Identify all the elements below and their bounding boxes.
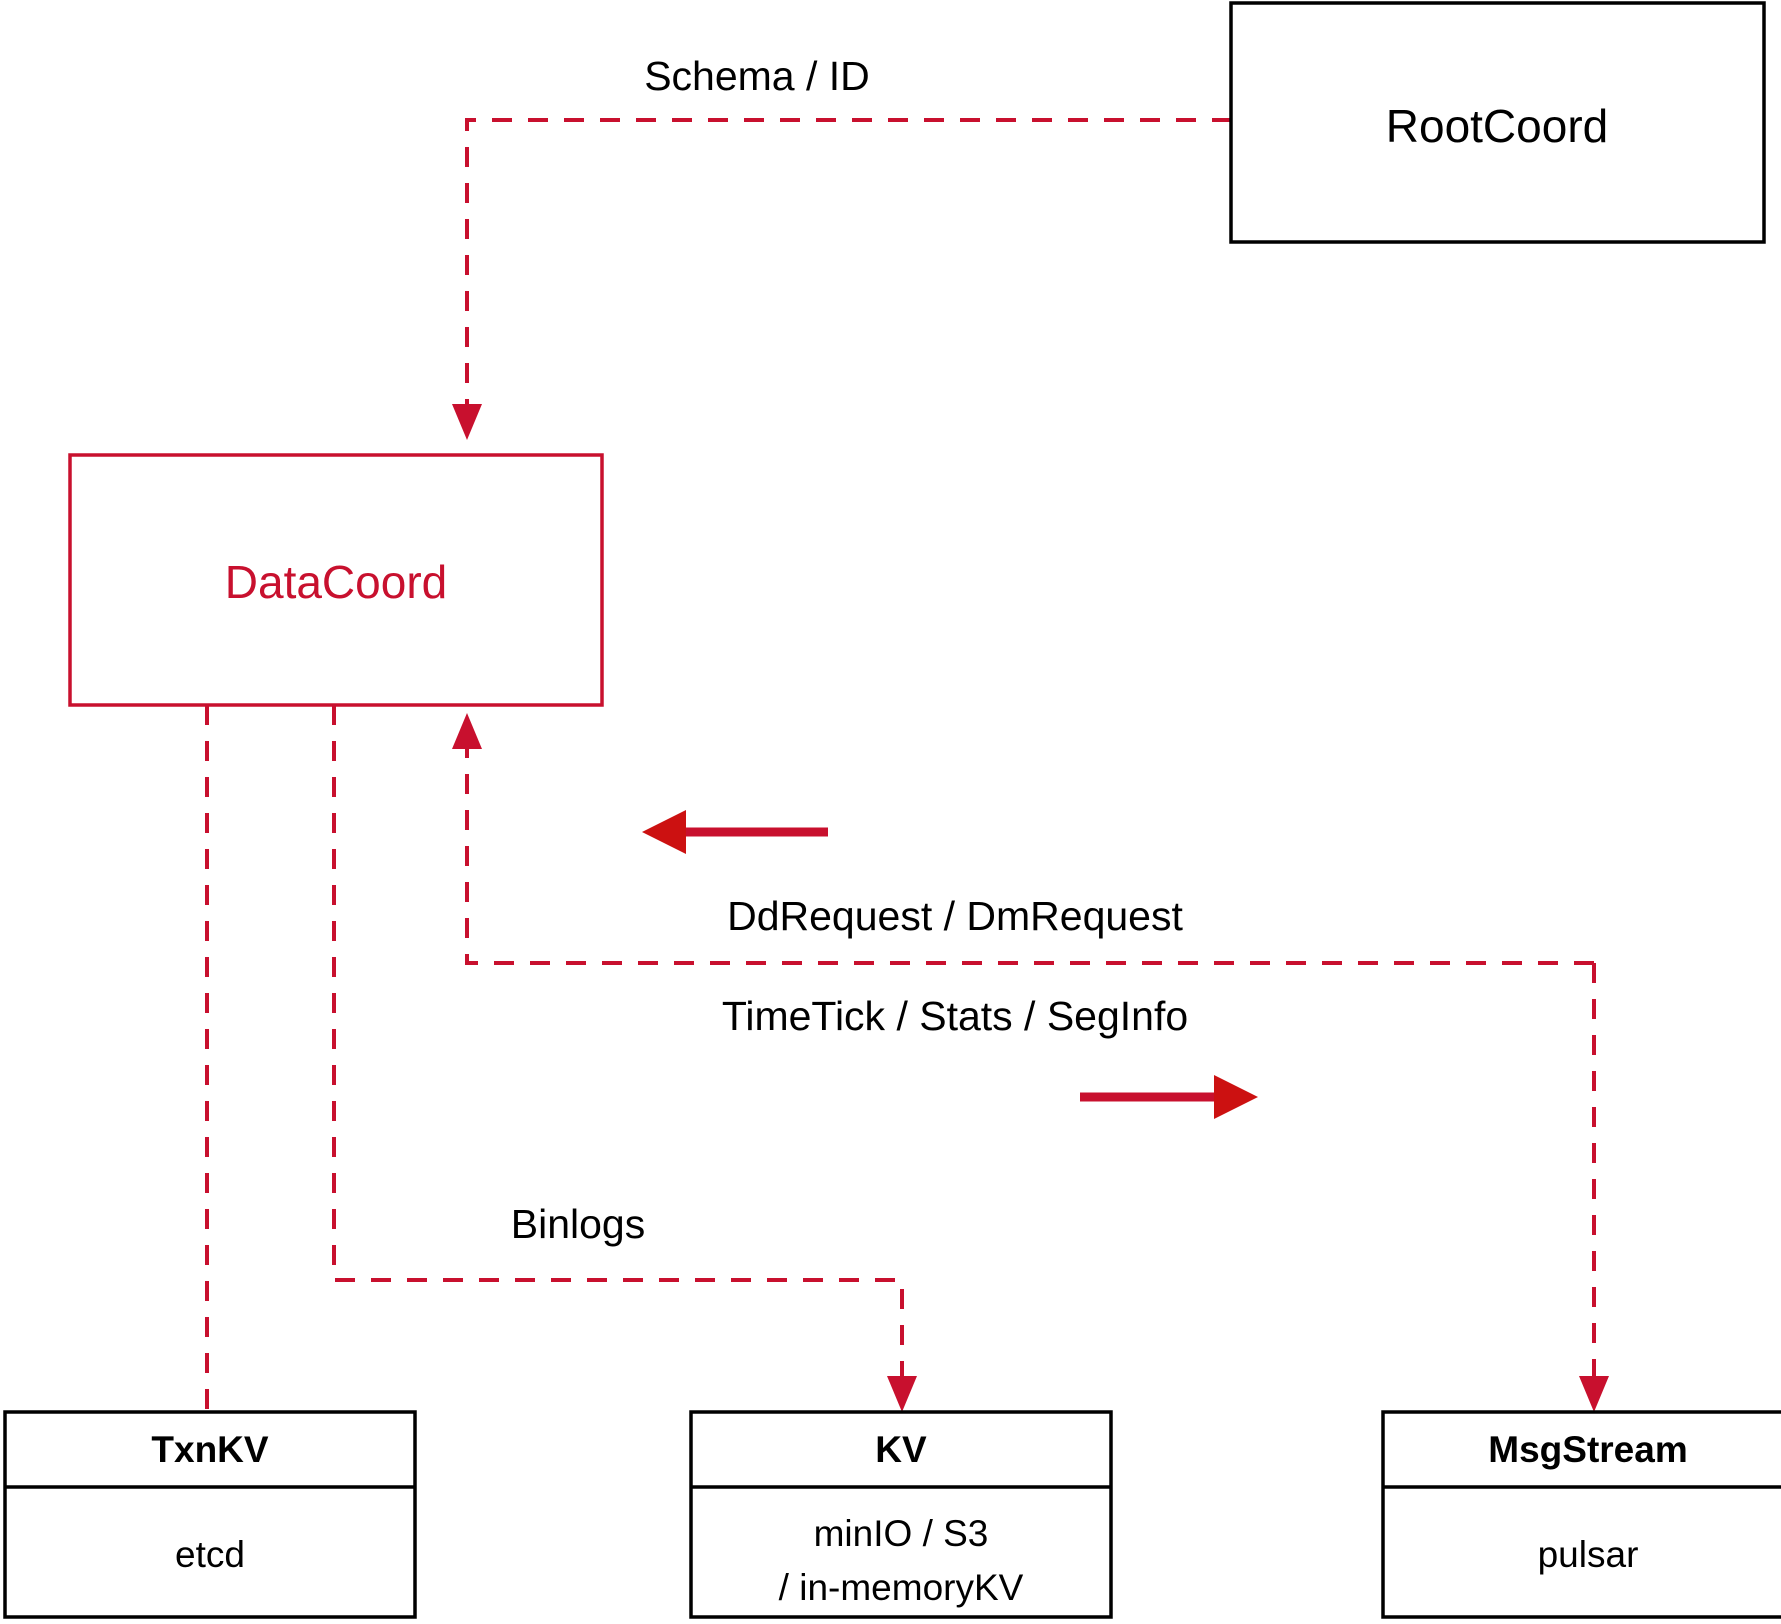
edge-label-timetick: TimeTick / Stats / SegInfo	[722, 993, 1188, 1039]
node-kv-label: KV	[875, 1429, 927, 1470]
edge-binlogs-path	[332, 705, 904, 1390]
edge-schema-id-path	[465, 118, 1232, 420]
edge-ddrequest-arrowhead	[452, 713, 482, 749]
node-msgstream-label: MsgStream	[1488, 1429, 1687, 1470]
node-datacoord[interactable]	[68, 453, 604, 707]
node-rootcoord[interactable]	[1229, 1, 1766, 244]
edge-label-ddrequest: DdRequest / DmRequest	[727, 893, 1183, 939]
node-kv-sublabel-line2: / in-memoryKV	[779, 1567, 1024, 1608]
direction-arrow-right-head	[1214, 1075, 1258, 1119]
node-txnkv-sublabel: etcd	[175, 1534, 245, 1575]
node-kv[interactable]	[689, 1410, 1113, 1619]
edge-binlogs-arrowhead	[887, 1376, 917, 1412]
node-txnkv[interactable]	[3, 1410, 417, 1619]
node-txnkv-label: TxnKV	[151, 1429, 269, 1470]
edge-label-binlogs: Binlogs	[511, 1201, 645, 1247]
edge-ddrequest-path	[465, 735, 1594, 965]
node-datacoord-label: DataCoord	[225, 556, 447, 608]
node-kv-sublabel-line1: minIO / S3	[814, 1513, 989, 1554]
edge-label-schema-id: Schema / ID	[644, 53, 870, 99]
edge-schema-id-arrowhead	[452, 404, 482, 440]
direction-arrow-left-head	[642, 810, 686, 854]
node-msgstream[interactable]	[1381, 1410, 1781, 1619]
edge-timetick-arrowhead	[1579, 1376, 1609, 1412]
node-msgstream-sublabel: pulsar	[1538, 1534, 1639, 1575]
node-rootcoord-label: RootCoord	[1386, 100, 1608, 152]
